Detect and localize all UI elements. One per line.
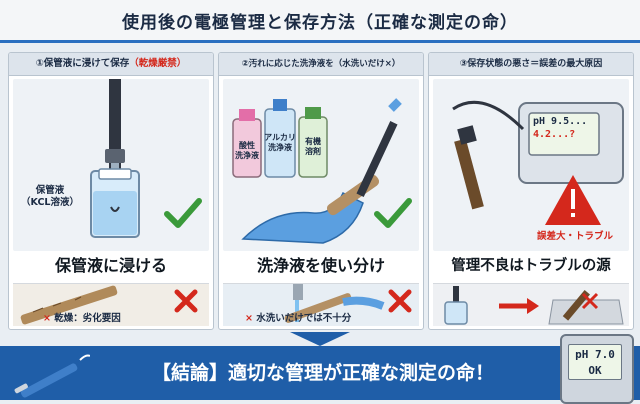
panel-caption-cleaning: 洗浄液を使い分け bbox=[256, 256, 385, 275]
ph-meter-status: OK bbox=[588, 364, 602, 377]
panel-poor-storage: ③保存状態の悪さ＝誤差の最大原因 pH 9.5... 4.2...? 誤差大・ト… bbox=[428, 52, 634, 330]
dry-electrode-illustration bbox=[20, 285, 118, 325]
panel-header-poor-storage: ③保存状態の悪さ＝誤差の最大原因 bbox=[429, 53, 633, 76]
cross-icon bbox=[388, 289, 412, 313]
electrode-icon bbox=[14, 354, 90, 398]
panel-header-storage: ①保管液に浸けて保存（乾燥厳禁） bbox=[9, 53, 213, 76]
ph-meter-value: pH 7.0 bbox=[575, 348, 615, 361]
error-warning-note: 誤差大・トラブル bbox=[536, 231, 613, 242]
storage-scene: 保管液 （KCL溶液） bbox=[13, 79, 209, 251]
consequence-scene bbox=[433, 283, 629, 326]
water-rinse-scene: × 水洗いだけでは不十分 bbox=[223, 283, 419, 326]
cleaning-bottles-illustration bbox=[232, 98, 402, 244]
conclusion-banner: 【結論】適切な管理が正確な測定の命！ bbox=[0, 346, 640, 400]
rinse-note-text: 水洗いだけでは不十分 bbox=[256, 313, 352, 324]
solution-label: 保管液 （KCL溶液） bbox=[15, 185, 85, 209]
page-title: 使用後の電極管理と保存方法（正確な測定の命） bbox=[122, 12, 518, 33]
ph-meter-screen: pH 7.0 OK bbox=[568, 344, 622, 380]
error-meter-illustration bbox=[452, 100, 624, 225]
consequence-illustration bbox=[444, 286, 624, 325]
error-scene: pH 9.5... 4.2...? 誤差大・トラブル bbox=[433, 79, 629, 251]
error-meter-line1: pH 9.5... bbox=[533, 116, 588, 127]
check-icon bbox=[374, 198, 412, 228]
panel-header-text: ②汚れに応じた洗浄液を（水洗いだけ×） bbox=[241, 59, 401, 69]
check-icon bbox=[164, 198, 202, 228]
panel-caption-poor-storage: 管理不良はトラブルの源 bbox=[451, 258, 611, 274]
panel-header-text: ③保存状態の悪さ＝誤差の最大原因 bbox=[459, 59, 603, 69]
ng-mark: × bbox=[43, 313, 51, 324]
panel-header-warning: （乾燥厳禁） bbox=[129, 58, 187, 69]
bottle-label-acid: 酸性 洗浄液 bbox=[235, 141, 259, 160]
dry-note: × 乾燥：劣化要因 bbox=[43, 310, 173, 324]
down-arrow-icon bbox=[290, 332, 350, 346]
conclusion-text: 【結論】適切な管理が正確な測定の命！ bbox=[151, 362, 494, 384]
error-meter-line2: 4.2...? bbox=[533, 129, 576, 140]
electrode-in-solution-illustration bbox=[90, 79, 140, 238]
title-bar: 使用後の電極管理と保存方法（正確な測定の命） bbox=[0, 0, 640, 43]
solution-label-line1: 保管液 bbox=[35, 185, 65, 196]
ng-mark: × bbox=[245, 313, 253, 324]
rinse-note: × 水洗いだけでは不十分 bbox=[245, 310, 395, 324]
solution-label-line2: （KCL溶液） bbox=[21, 197, 79, 208]
ph-meter-ok: pH 7.0 OK bbox=[560, 334, 634, 404]
error-meter-display: pH 9.5... 4.2...? bbox=[529, 115, 603, 141]
cleaning-scene: 酸性 洗浄液 アルカリ 洗浄液 有機 溶剤 bbox=[223, 79, 419, 251]
dry-electrode-scene: × 乾燥：劣化要因 bbox=[13, 283, 209, 326]
bottle-label-organic: 有機 溶剤 bbox=[305, 137, 321, 156]
panel-header-text: ①保管液に浸けて保存 bbox=[35, 58, 130, 69]
panel-cleaning: ②汚れに応じた洗浄液を（水洗いだけ×） 酸性 洗浄液 アルカリ 洗浄液 有機 溶… bbox=[218, 52, 424, 330]
bottle-label-alkali: アルカリ 洗浄液 bbox=[264, 133, 296, 152]
water-rinse-illustration bbox=[284, 284, 385, 323]
panel-storage: ①保管液に浸けて保存（乾燥厳禁） 保管液 （KCL溶液） 保管液に浸ける bbox=[8, 52, 214, 330]
panel-caption-storage: 保管液に浸ける bbox=[54, 256, 167, 275]
cross-icon bbox=[174, 289, 198, 313]
panel-header-cleaning: ②汚れに応じた洗浄液を（水洗いだけ×） bbox=[219, 53, 423, 76]
dry-note-text: 乾燥：劣化要因 bbox=[54, 313, 121, 324]
